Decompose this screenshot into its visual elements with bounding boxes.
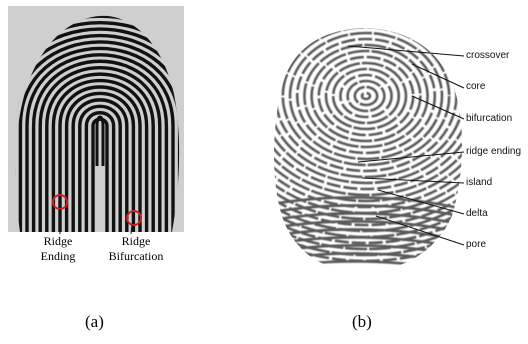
fingerprint-image-a — [8, 6, 184, 272]
ridge-line — [333, 69, 399, 123]
label-ridge-ending: Ridge Ending — [33, 234, 83, 264]
label-bifurcation: bifurcation — [466, 113, 512, 124]
label-ridge-bifurcation-line1: Ridge — [96, 234, 176, 249]
fingerprint-image-b — [262, 26, 467, 274]
ridge-line — [312, 51, 421, 141]
ridge-line — [355, 87, 377, 105]
ridge-pattern-b — [262, 26, 467, 274]
label-ridge-ending-line1: Ridge — [33, 234, 83, 249]
ridge-line — [362, 93, 370, 99]
caption-b: (b) — [352, 312, 372, 332]
label-ridge-ending-line2: Ending — [33, 249, 83, 264]
label-ridge-bifurcation-line2: Bifurcation — [96, 249, 176, 264]
label-ridge-ending: ridge ending — [466, 146, 521, 157]
ridge-line-lower — [262, 261, 467, 274]
label-crossover: crossover — [466, 50, 509, 61]
label-island: island — [466, 177, 492, 188]
ridge-line — [326, 63, 406, 129]
caption-a: (a) — [85, 312, 104, 332]
label-ridge-bifurcation: Ridge Bifurcation — [96, 234, 176, 264]
ridge-line — [348, 81, 385, 111]
ridge-line — [304, 45, 427, 147]
label-core: core — [466, 81, 485, 92]
label-delta: delta — [466, 208, 488, 219]
label-pore: pore — [466, 239, 486, 250]
